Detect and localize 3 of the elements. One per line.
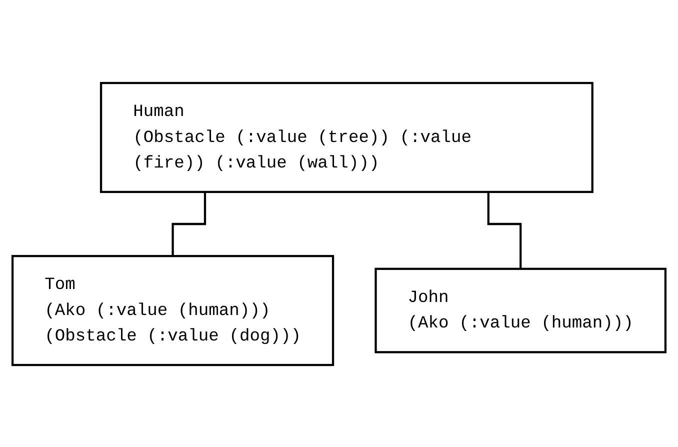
node-box: John (Ako (:value (human)))	[374, 267, 667, 353]
node-box: Human (Obstacle (:value (tree)) (:value (fire)) (:value (wall)))	[100, 81, 594, 193]
node-box: Tom (Ako (:value (human))) (Obstacle (:value (dog)))	[11, 254, 334, 366]
